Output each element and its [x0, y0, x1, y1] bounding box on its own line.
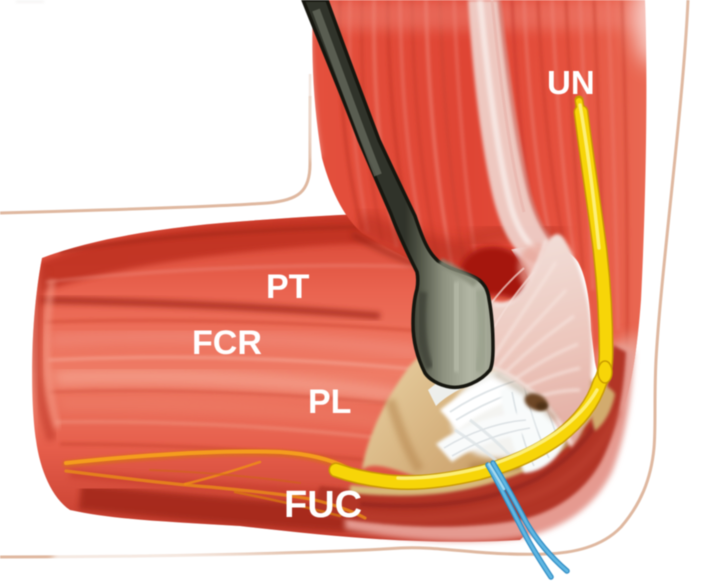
svg-text:PT: PT — [266, 268, 310, 306]
svg-text:FCR: FCR — [192, 324, 262, 362]
svg-text:UN: UN — [547, 64, 595, 101]
svg-text:PL: PL — [308, 383, 351, 421]
svg-text:FUC: FUC — [284, 484, 362, 526]
